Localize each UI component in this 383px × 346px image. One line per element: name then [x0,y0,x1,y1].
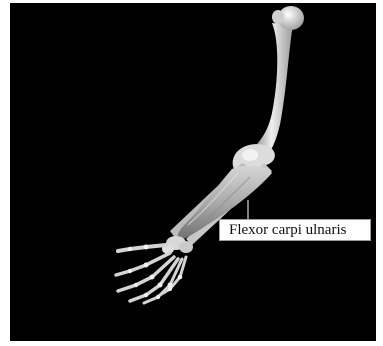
anatomy-viewport [10,3,376,341]
humerus [254,6,304,155]
finger-joints [128,245,183,300]
structure-label: Flexor carpi ulnaris [219,219,371,241]
hand-bones [116,245,186,303]
arm-skeleton-illustration [10,3,376,341]
